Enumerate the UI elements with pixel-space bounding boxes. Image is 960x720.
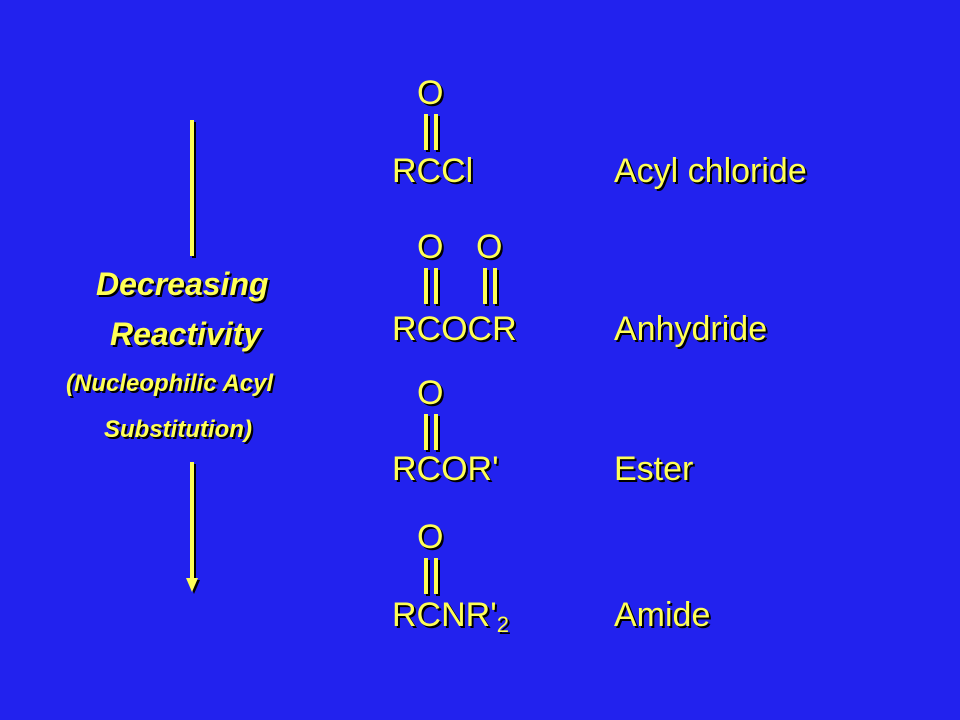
compound-3-oxygen: O [417, 374, 444, 412]
side-label-reactivity: Reactivity [110, 316, 262, 352]
side-label-decreasing: Decreasing [96, 266, 269, 302]
compound-3-double-bond-a [424, 414, 428, 450]
compound-2-name: Anhydride [614, 310, 768, 348]
compound-4-oxygen: O [417, 518, 444, 556]
compound-4-formula-main: RCNR' [392, 596, 497, 634]
compound-3-name: Ester [614, 450, 694, 488]
compound-2-double-bond-1b [434, 268, 438, 304]
compound-4-name: Amide [614, 596, 711, 634]
compound-4-double-bond-a [424, 558, 428, 594]
compound-4-formula-subscript: 2 [496, 612, 509, 637]
compound-1-oxygen: O [417, 74, 444, 112]
compound-3-formula: RCOR' [392, 450, 499, 488]
compound-3-double-bond-b [434, 414, 438, 450]
side-label-nucleophilic: (Nucleophilic Acyl [66, 370, 274, 397]
reactivity-arrow-top-line [190, 120, 194, 256]
compound-4-double-bond-b [434, 558, 438, 594]
compound-2-formula: RCOCR [392, 310, 517, 348]
compound-1-formula: RCCl [392, 152, 474, 190]
compound-1-name: Acyl chloride [614, 152, 807, 190]
reactivity-arrow-head [186, 578, 198, 592]
reactivity-arrow-bottom-line [190, 462, 194, 580]
compound-2-double-bond-1a [424, 268, 428, 304]
compound-2-oxygen-1: O [417, 228, 444, 266]
compound-1-double-bond-b [434, 114, 438, 150]
compound-2-double-bond-2b [493, 268, 497, 304]
compound-2-double-bond-2a [483, 268, 487, 304]
compound-2-oxygen-2: O [476, 228, 503, 266]
compound-4-formula: RCNR'2 [392, 598, 509, 636]
side-label-substitution: Substitution) [104, 416, 252, 443]
compound-1-double-bond-a [424, 114, 428, 150]
